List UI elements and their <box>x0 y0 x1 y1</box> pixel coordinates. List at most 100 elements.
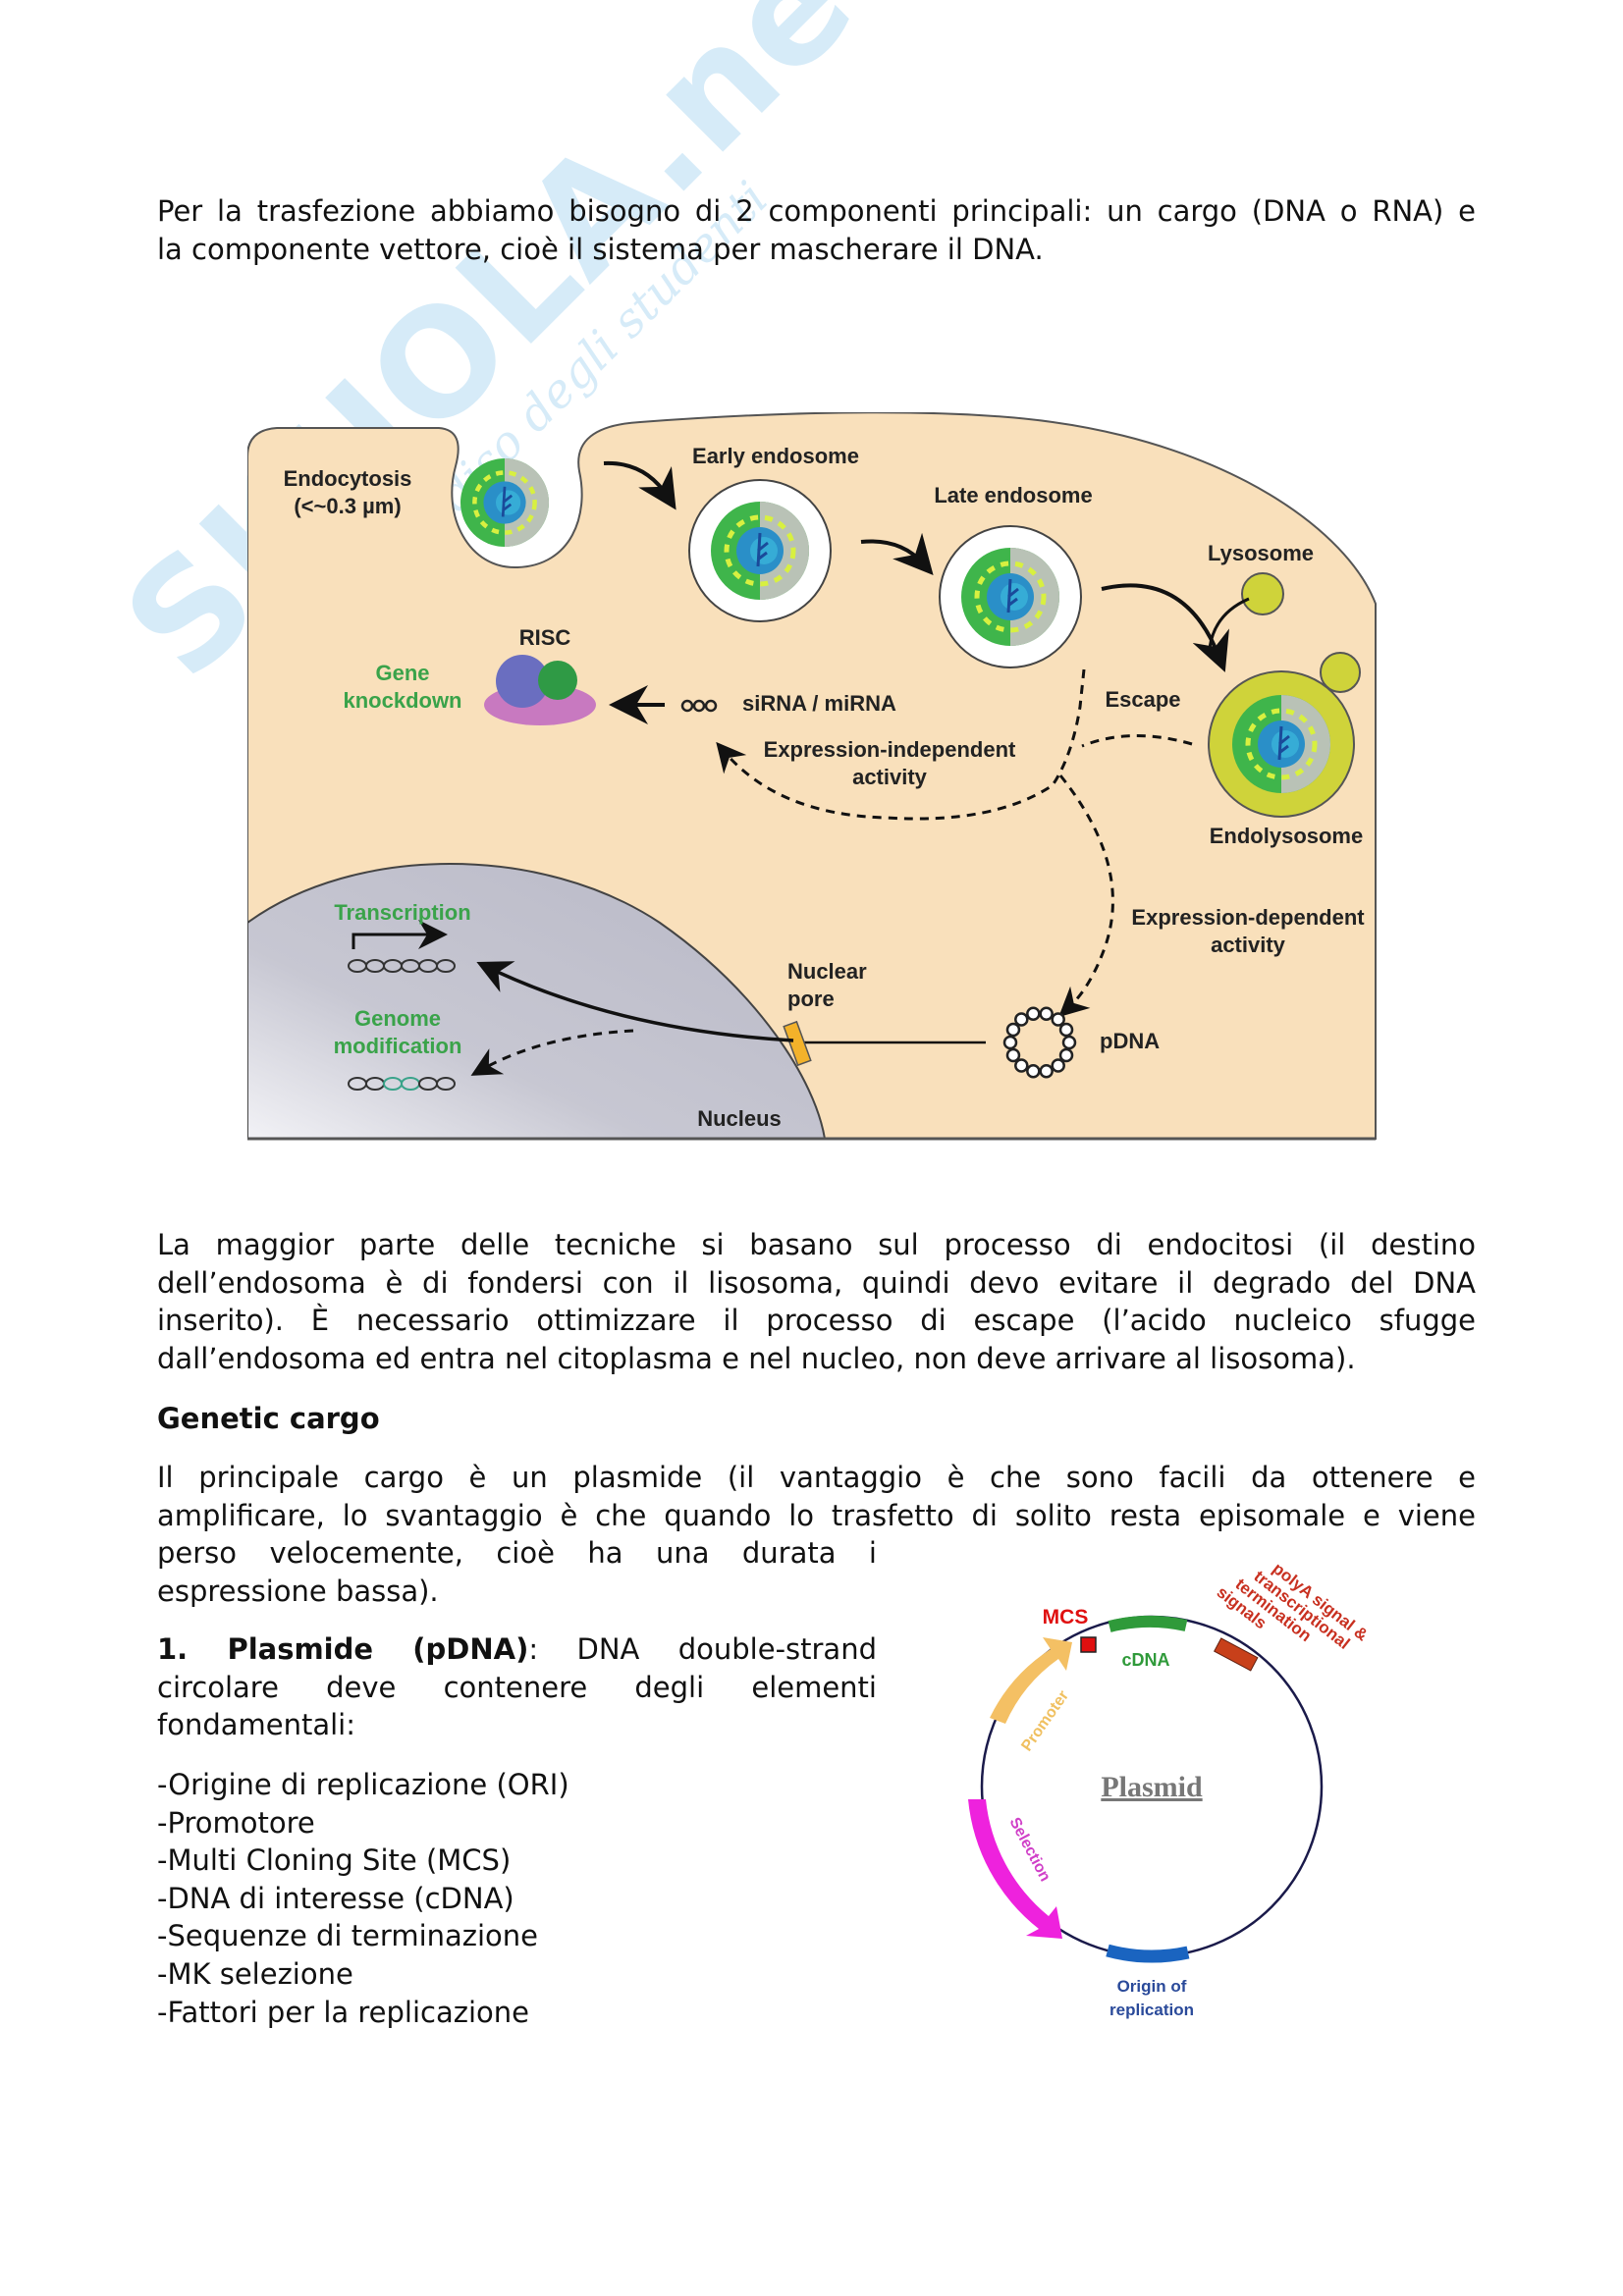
list-item: -Multi Cloning Site (MCS) <box>157 1843 512 1878</box>
list-item: -Sequenze di terminazione <box>157 1919 539 1953</box>
cargo-paragraph: Il principale cargo è un plasmide (il va… <box>157 1459 1476 1610</box>
selection-arrow <box>968 1799 1062 1939</box>
label-endocytosis: Endocytosis <box>284 466 412 491</box>
text-line: La maggior parte delle tecniche si basan… <box>157 1228 1476 1261</box>
dna-bead <box>1051 1058 1065 1073</box>
label-activity: activity <box>852 765 928 789</box>
early-endosome <box>688 479 832 622</box>
plasmide-paragraph: 1. Plasmide (pDNA): DNA double-strand ci… <box>157 1630 877 1744</box>
label-lysosome: Lysosome <box>1208 541 1314 565</box>
arrow-to-transcription <box>476 961 794 1042</box>
text-line: dell’endosoma è di fondersi con il lisos… <box>157 1265 1476 1300</box>
list-item: -MK selezione <box>157 1956 353 1991</box>
origin-segment <box>1106 1944 1190 1963</box>
label-transcription: Transcription <box>334 900 470 925</box>
label-early-endosome: Early endosome <box>692 444 859 468</box>
text-line: dall’endosoma ed entra nel citoplasma e … <box>157 1341 1356 1375</box>
label-pore: pore <box>787 987 835 1011</box>
arrow-early-late <box>860 532 934 575</box>
nucleus <box>247 863 827 1140</box>
text-line: espressione bassa). <box>157 1574 439 1608</box>
text-fragment: : DNA double-strand <box>528 1632 877 1666</box>
label-expression-dependent: Expression-dependent <box>1131 905 1365 930</box>
dna-bead <box>436 1077 456 1091</box>
text-line: amplificare, lo svantaggio è che quando … <box>157 1498 1476 1532</box>
label-genome: Genome <box>354 1006 441 1031</box>
dna-bead <box>1026 1006 1041 1022</box>
label-risc: RISC <box>519 625 571 650</box>
dna-bead <box>1058 1022 1074 1038</box>
label-pdna: pDNA <box>1100 1029 1160 1053</box>
text-line: Per la trasfezione abbiamo bisogno di 2 … <box>157 194 1476 228</box>
dna-bead <box>1014 1058 1029 1073</box>
dna-bead <box>1026 1063 1041 1079</box>
dna-bead <box>1058 1047 1074 1063</box>
text-line: inserito). È necessario ottimizzare il p… <box>157 1304 1476 1338</box>
cdna-segment <box>1108 1615 1188 1632</box>
label-escape: Escape <box>1105 687 1180 712</box>
late-endosome <box>939 525 1082 668</box>
list-item: -DNA di interesse (cDNA) <box>157 1881 514 1915</box>
label-polya: polyA signal & transcriptional terminati… <box>1214 1559 1372 1653</box>
transcription-start-arrow <box>352 920 448 949</box>
arrow-to-genome <box>470 1029 634 1076</box>
mcs-site <box>1080 1636 1097 1653</box>
endocytosis-vesicle <box>460 458 549 547</box>
text-line: Il principale cargo è un plasmide (il va… <box>157 1461 1476 1494</box>
endolysosome <box>1208 652 1361 818</box>
dna-bead <box>1002 1035 1018 1050</box>
label-nuclear: Nuclear <box>787 959 867 984</box>
label-sirna: siRNA / miRNA <box>742 691 896 716</box>
dna-bead <box>1005 1022 1021 1038</box>
nuclear-pore <box>783 1020 812 1067</box>
lysosome <box>1241 572 1284 615</box>
transfection-diagram: Endocytosis (<~0.3 µm) Early endosome La… <box>247 412 1377 1141</box>
dna-bead <box>1051 1012 1065 1027</box>
list-item: -Promotore <box>157 1805 315 1840</box>
text-line: 1. Plasmide (pDNA): DNA double-strand <box>157 1630 877 1669</box>
label-gene: Gene <box>375 661 429 685</box>
label-replication: replication <box>1109 2001 1194 2019</box>
label-modification: modification <box>334 1034 462 1058</box>
expression-dependent-path <box>1058 774 1114 1018</box>
dna-strand-icon <box>348 959 456 973</box>
text-line: circolare deve contenere degli elementi <box>157 1670 877 1704</box>
label-selection: Selection <box>1005 1815 1053 1885</box>
label-endolysosome: Endolysosome <box>1210 824 1363 848</box>
list-item: -Origine di replicazione (ORI) <box>157 1768 569 1801</box>
promoter-arrow <box>990 1637 1072 1724</box>
dna-bead <box>436 959 456 973</box>
modified-dna-strand-icon <box>348 1077 456 1091</box>
dna-bead <box>1039 1006 1054 1022</box>
intro-paragraph: Per la trasfezione abbiamo bisogno di 2 … <box>157 192 1476 268</box>
label-origin: Origin of <box>1117 1977 1187 1996</box>
label-cdna: cDNA <box>1121 1650 1169 1670</box>
plasmid-elements-list: -Origine di replicazione (ORI) -Promotor… <box>157 1766 569 2031</box>
label-mcs: MCS <box>1043 1606 1089 1629</box>
list-item: -Fattori per la replicazione <box>157 1995 529 2029</box>
label-plasmid: Plasmid <box>1101 1771 1203 1803</box>
text-line: la componente vettore, cioè il sistema p… <box>157 232 1044 266</box>
endocytosis-paragraph: La maggior parte delle tecniche si basan… <box>157 1226 1476 1377</box>
label-expression-independent: Expression-independent <box>764 737 1016 762</box>
dna-bead <box>1005 1047 1021 1063</box>
dna-bead <box>1014 1012 1029 1027</box>
dna-bead <box>1039 1063 1054 1079</box>
dna-bead <box>1061 1035 1077 1050</box>
arrow-endocytosis <box>603 460 676 510</box>
label-knockdown: knockdown <box>343 688 461 713</box>
text-line: fondamentali: <box>157 1708 356 1742</box>
plasmide-title: 1. Plasmide (pDNA) <box>157 1632 529 1666</box>
text-line: perso velocemente, cioè ha una durata i <box>157 1536 877 1571</box>
label-promoter: Promoter <box>1018 1687 1072 1754</box>
label-late-endosome: Late endosome <box>934 483 1092 507</box>
label-activity: activity <box>1211 933 1286 957</box>
pdna-icon <box>1002 1006 1077 1079</box>
polya-segment <box>1214 1637 1259 1672</box>
label-nucleus: Nucleus <box>697 1106 782 1131</box>
sirna-icon <box>680 699 718 713</box>
escape-path <box>716 668 1086 821</box>
section-heading: Genetic cargo <box>157 1402 380 1435</box>
label-endocytosis-size: (<~0.3 µm) <box>294 494 401 518</box>
plasmid-map: MCS cDNA polyA signal & transcriptional … <box>968 1559 1372 2019</box>
